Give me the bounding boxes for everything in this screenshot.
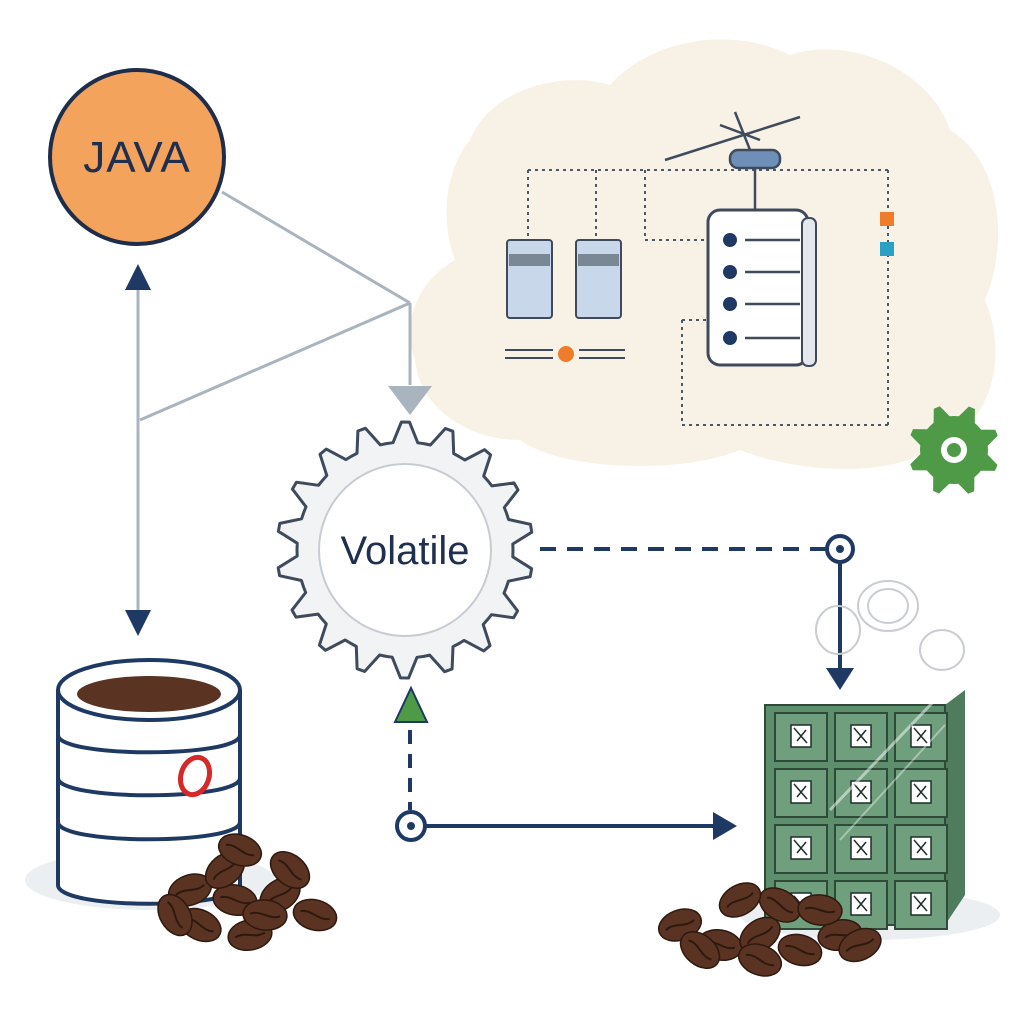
memory-cell-glyph [793, 783, 808, 800]
coffee-bean-crease [745, 953, 775, 967]
green-gear-icon [910, 406, 998, 494]
coffee-bean-crease [300, 909, 330, 921]
coffee-bean-crease [249, 911, 281, 919]
coffee-beans-icon [657, 882, 882, 977]
gear-inner-ring [318, 463, 492, 637]
memory-grid-icon [740, 690, 1000, 940]
cloud-background [409, 39, 999, 469]
memory-cell-glyph [793, 727, 808, 744]
volatile-node[interactable]: Volatile [276, 420, 534, 680]
volatile-label: Volatile [341, 529, 470, 573]
memory-cell-glyph [853, 727, 868, 744]
server-rack-icon [706, 208, 817, 367]
coffee-bean-crease [665, 919, 695, 931]
decorative-swirls [815, 580, 965, 671]
coffee-bean-crease [746, 925, 774, 945]
memory-cell-glyph [793, 839, 808, 856]
red-badge-icon [177, 754, 213, 798]
coffee-bean-crease [726, 891, 754, 909]
coffee-bean-crease [234, 931, 266, 939]
coffee-bean-crease [166, 901, 184, 929]
coffee-bean-crease [175, 884, 205, 896]
teal-square-icon [880, 242, 894, 256]
memory-cell-glyph [913, 783, 928, 800]
java-label: JAVA [83, 133, 191, 182]
antenna-icon [664, 111, 801, 210]
coffee-bean-crease [785, 944, 815, 956]
coffee-beans-icon [157, 833, 338, 952]
orange-square-icon [880, 212, 894, 226]
memory-cell-glyph [853, 895, 868, 912]
java-connectors [139, 190, 412, 422]
memory-cell-glyph [913, 839, 928, 856]
java-database-arrow [125, 264, 151, 636]
memory-cell-glyph [853, 783, 868, 800]
coffee-bean-crease [278, 859, 302, 881]
gray-arrow-down [388, 386, 432, 415]
coffee-bean-crease [688, 939, 712, 961]
memory-block-icon [506, 239, 622, 319]
coffee-bean-crease [766, 896, 794, 914]
java-circle [48, 68, 226, 246]
memory-cell-glyph [913, 895, 928, 912]
database-to-volatile-connector [393, 685, 737, 842]
memory-cell [774, 768, 828, 818]
memory-cell-glyph [853, 839, 868, 856]
coffee-bean-crease [225, 843, 255, 857]
coffee-bean-crease [804, 906, 836, 914]
memory-cell-glyph [913, 727, 928, 744]
coffee-bean-crease [219, 895, 251, 905]
memory-block-divider [505, 346, 625, 362]
coffee-bean-crease [845, 937, 875, 953]
volatile-to-cache-connector [540, 534, 855, 690]
java-node[interactable]: JAVA [48, 68, 226, 246]
